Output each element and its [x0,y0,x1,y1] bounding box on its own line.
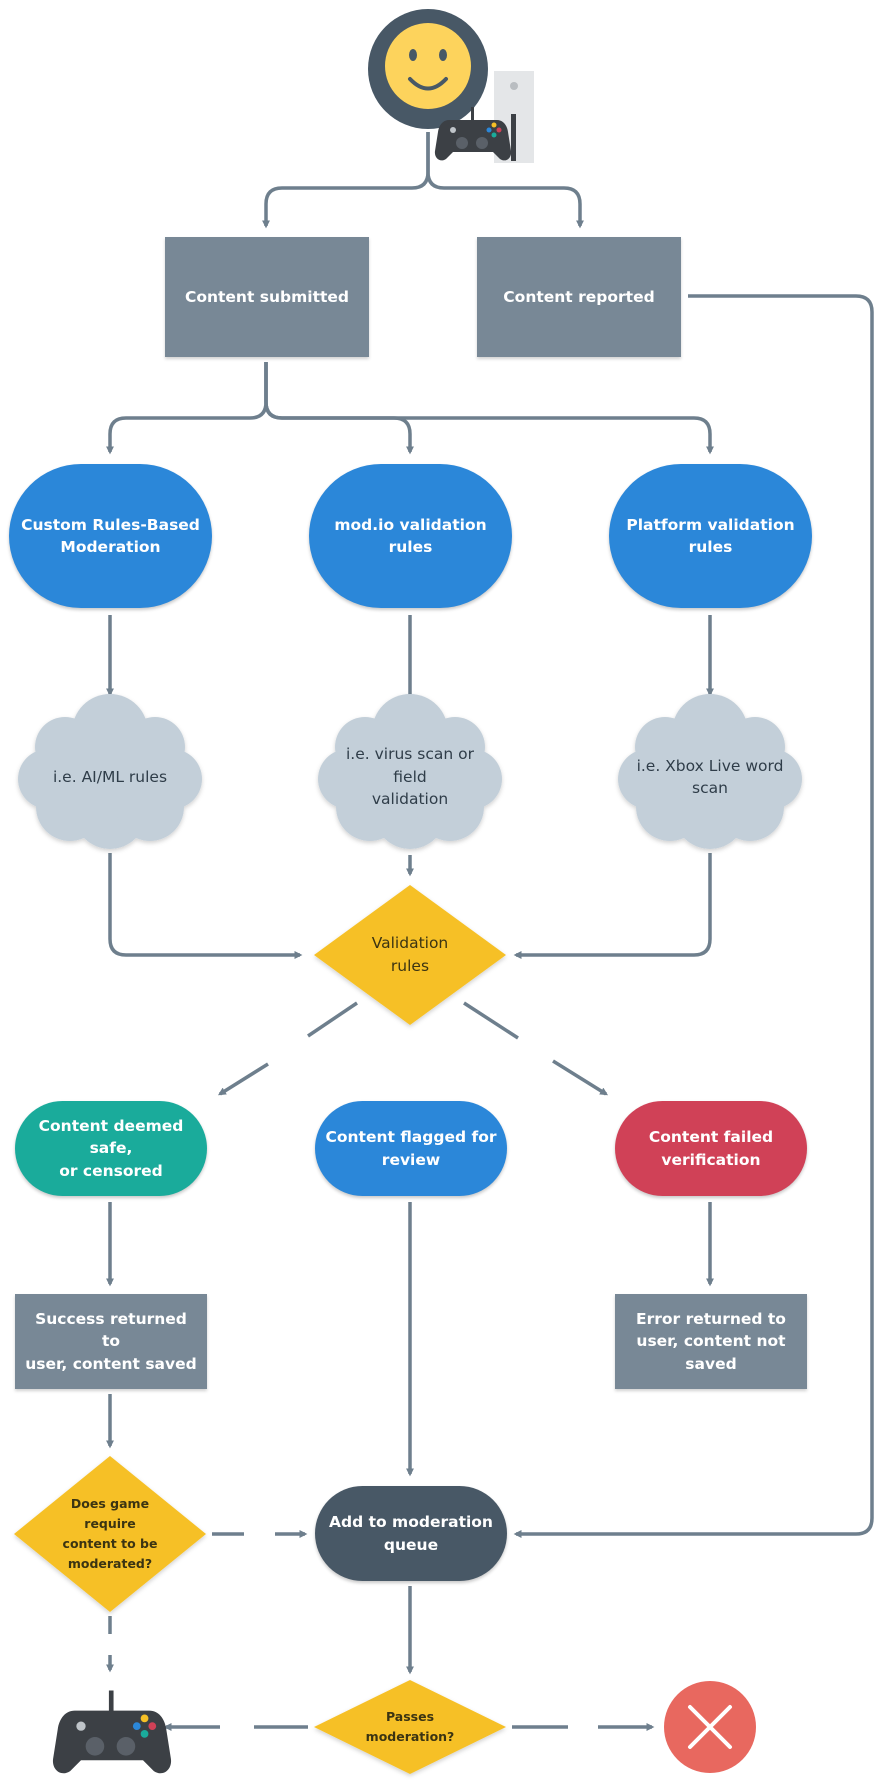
connector-submitted-to-platform [264,362,714,455]
close-icon [664,1681,756,1773]
connector-validation-to-failed-seg2 [552,1059,609,1096]
node-content-reported: Content reported [477,237,681,357]
connector-user-to-submitted [262,132,430,229]
cloud-text-ai-ml: i.e. AI/ML rules [52,767,168,786]
connector-submitted-to-modio [264,362,414,455]
connector-cloud1-to-validation [108,853,303,959]
connector-reported-to-queue [513,294,874,1538]
game-controller-icon [434,107,512,161]
connector-submitted-to-custom [106,362,268,455]
decision-passes-moderation [314,1680,506,1774]
decision-validation-rules [314,885,506,1025]
node-content-submitted: Content submitted [165,237,369,357]
node-modio-rules: mod.io validation rules [309,464,512,608]
cloud-xbox-scan [618,694,802,849]
game-controller-icon [52,1690,172,1774]
user-avatar [368,9,488,129]
connector-cloud3-to-validation [513,853,712,959]
cloud-virus-scan [318,694,502,849]
decision-require-moderation [14,1456,206,1612]
connector-validation-to-safe-seg2 [217,1062,269,1096]
connector-validation-to-safe-seg1 [307,1001,358,1038]
connector-user-to-reported [426,132,584,229]
cloud-ai-ml [18,694,202,849]
node-content-safe: Content deemed safe,or censored [15,1101,207,1196]
connector-validation-to-failed-seg1 [463,1001,519,1040]
